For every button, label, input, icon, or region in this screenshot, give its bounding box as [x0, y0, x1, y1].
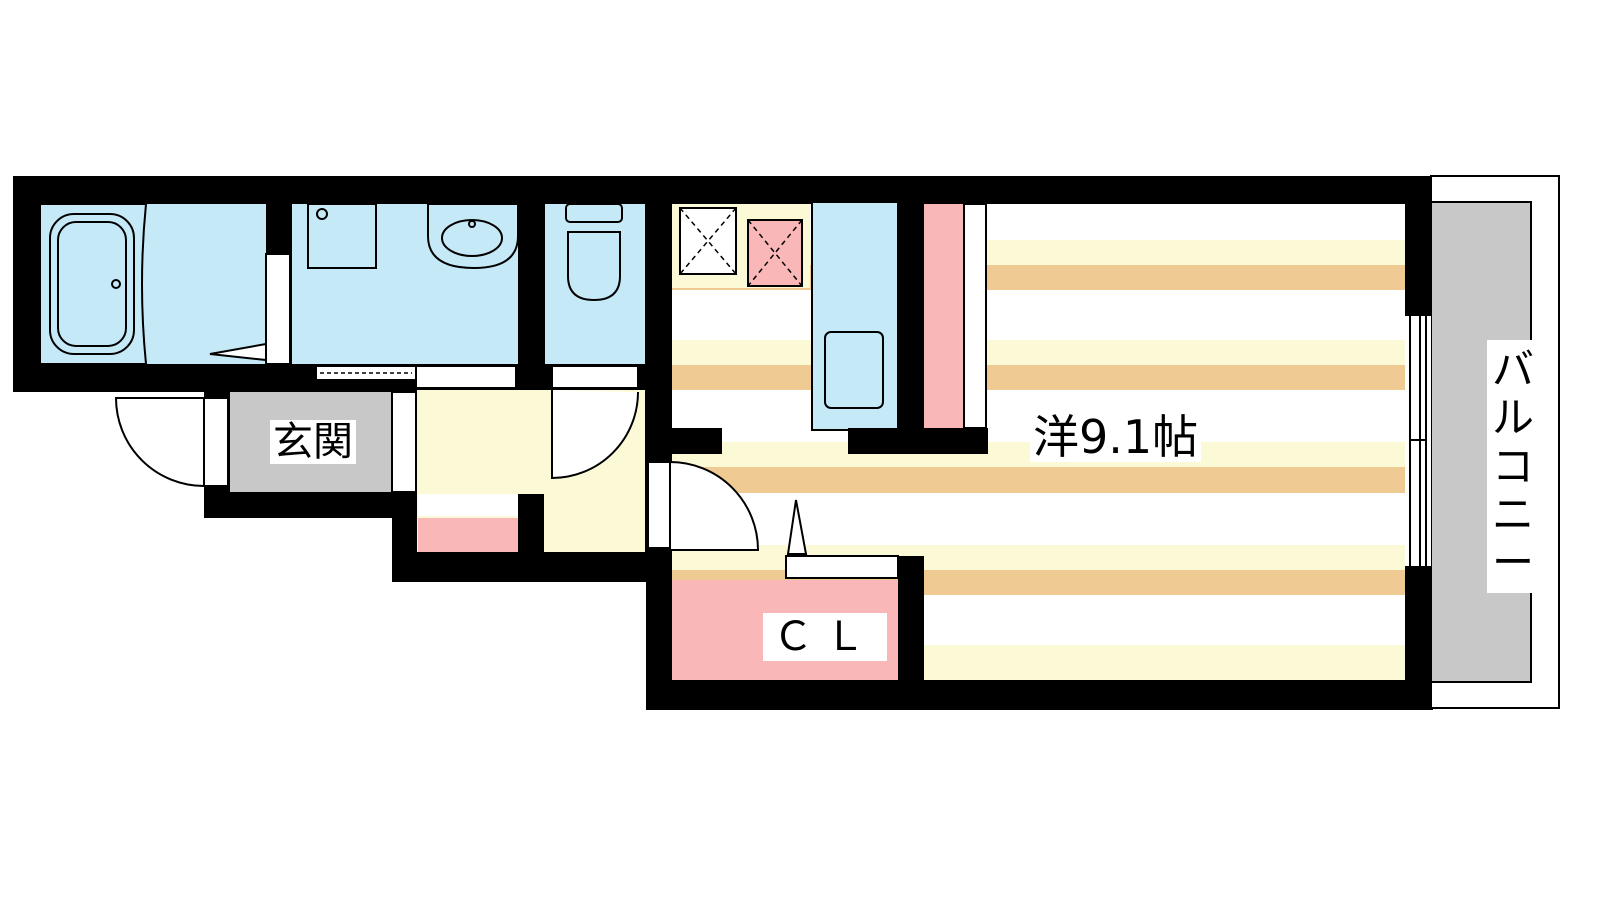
- balcony-label-char: ニ: [1491, 489, 1534, 539]
- storage-column: [924, 204, 964, 428]
- balcony-label-char: ル: [1491, 393, 1534, 443]
- front-door: [114, 397, 229, 488]
- balcony-label-char: コ: [1491, 441, 1534, 491]
- bath-door: [209, 253, 291, 365]
- room-door: [647, 460, 760, 551]
- fridge-space: [747, 219, 803, 287]
- kitchen-sink: [824, 331, 884, 409]
- hall-closet: [418, 518, 518, 552]
- washing-machine: [307, 203, 377, 269]
- bathroom-floor: [40, 204, 266, 364]
- western-room-label: 洋9.1帖: [1030, 412, 1202, 462]
- washbasin: [427, 203, 519, 270]
- balcony-label-char: ー: [1491, 538, 1534, 588]
- balcony-label: バルコニー: [1487, 340, 1539, 594]
- washer-space: [679, 207, 737, 275]
- toilet: [565, 203, 623, 302]
- washroom-door: [315, 365, 517, 389]
- bathtub: [39, 203, 148, 365]
- washroom-floor: [292, 204, 518, 364]
- balcony-window: [1405, 316, 1431, 566]
- toilet-floor: [545, 204, 645, 364]
- closet-door-marker: [786, 499, 808, 555]
- toilet-door: [551, 365, 639, 480]
- closet-label: ＣＬ: [763, 613, 887, 661]
- balcony-label-char: バ: [1491, 345, 1534, 394]
- entrance-label: 玄関: [270, 420, 356, 464]
